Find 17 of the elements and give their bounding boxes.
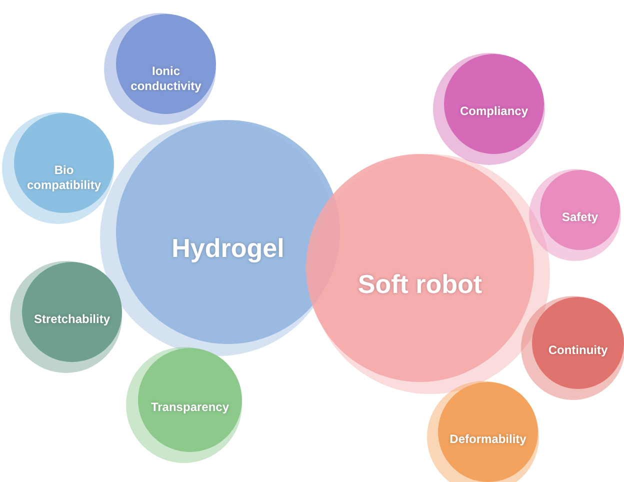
bubble-circle xyxy=(2,112,114,224)
bubble-circle xyxy=(104,13,216,125)
bubble-label: Ionic conductivity xyxy=(130,64,202,94)
bubble-label: Continuity xyxy=(547,343,609,358)
bubble-label: Soft robot xyxy=(356,268,484,300)
bubble-label: Compliancy xyxy=(458,104,529,119)
bubble-label: Safety xyxy=(560,210,600,225)
bubble-label: Transparency xyxy=(150,400,230,415)
bubble-circle xyxy=(306,154,550,394)
bubble-label: Stretchability xyxy=(32,312,112,327)
bubble-label: Hydrogel xyxy=(170,232,286,264)
bubble-label: Deformability xyxy=(448,432,528,447)
bubble-label: Bio compatibility xyxy=(26,163,102,193)
bubble-circle xyxy=(529,169,621,261)
bubble-circle xyxy=(126,347,242,463)
bubble-circle xyxy=(433,53,545,165)
bubble-circle xyxy=(10,261,122,373)
